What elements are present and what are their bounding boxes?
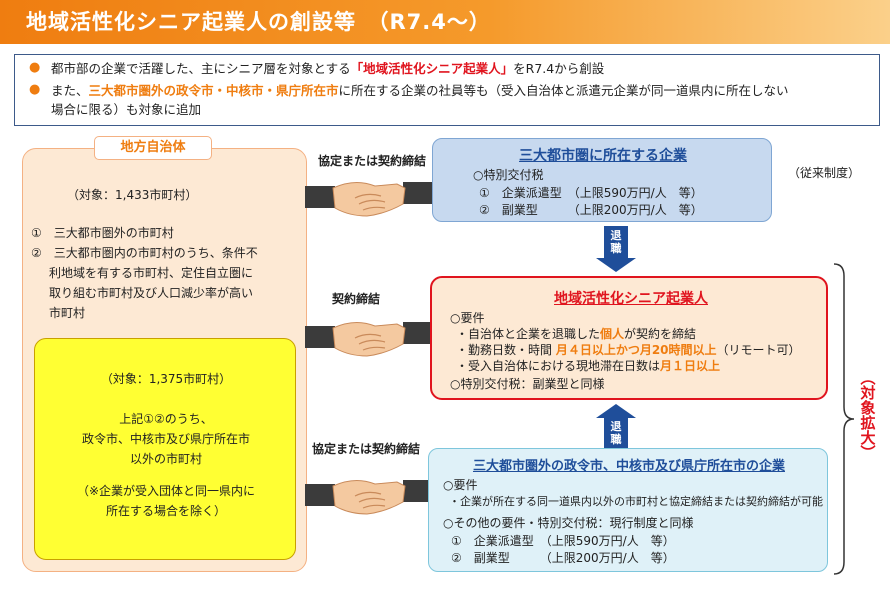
req-text: が契約を締結 — [624, 327, 697, 341]
metro-company-box: 三大都市圏に所在する企業 ○特別交付税 ① 企業派遣型 （上限590万円/人 等… — [432, 138, 772, 222]
summary-text: に所在する企業の社員等も（受入自治体と派遣元企業が同一道県内に所在しない — [338, 83, 789, 98]
handshake-icon — [305, 182, 433, 217]
summary-box: ● 都市部の企業で活躍した、主にシニア層を対象とする「地域活性化シニア起業人」を… — [14, 54, 880, 126]
gov-label: 地方自治体 — [94, 136, 212, 160]
retire-arrow-label: 退 職 — [604, 418, 628, 448]
entrepreneur-req-1: ・自治体と企業を退職した個人が契約を締結 — [456, 326, 696, 343]
page-title: 地域活性化シニア起業人の創設等 （R7.4～） — [26, 10, 491, 34]
senior-entrepreneur-title: 地域活性化シニア起業人 — [554, 291, 708, 307]
yellow-desc: 上記①②のうち、 — [119, 412, 213, 426]
metro-company-tax: ○特別交付税 — [473, 168, 544, 182]
req-text: （リモート可） — [716, 343, 801, 357]
conventional-system-label: （従来制度） — [788, 166, 861, 180]
retire-char: 退 — [610, 229, 622, 242]
gov-item-2: ② 三大都市圏内の市町村のうち、条件不 — [31, 246, 258, 260]
entrepreneur-req-heading: ○要件 — [450, 311, 485, 325]
summary-text: 都市部の企業で活躍した、主にシニア層を対象とする — [51, 61, 351, 76]
yellow-note: （※企業が受入団体と同一県内に — [76, 484, 256, 498]
req-text: ・自治体と企業を退職した — [456, 327, 601, 341]
handshake-icon — [305, 322, 433, 357]
summary-line-2: また、三大都市圏外の政令市・中核市・県庁所在市に所在する企業の社員等も（受入自治… — [51, 82, 789, 100]
entrepreneur-req-3: ・受入自治体における現地滞在日数は月１日以上 — [456, 358, 720, 375]
agreement-label-bottom: 協定または契約締結 — [312, 442, 421, 456]
expand-text: （対象拡大） — [858, 370, 877, 460]
gov-item-2-cont: 取り組む市町村及び人口減少率が高い — [49, 286, 254, 300]
gov-item-1: ① 三大都市圏外の市町村 — [31, 226, 174, 240]
bracket-icon — [833, 263, 855, 575]
non-metro-type-2: ② 副業型 （上限200万円/人 等） — [451, 551, 675, 565]
metro-company-title: 三大都市圏に所在する企業 — [519, 148, 687, 164]
summary-highlight: 「地域活性化シニア起業人」 — [350, 61, 514, 76]
yellow-desc: 政令市、中核市及び県庁所在市 — [81, 432, 250, 446]
yellow-note: 所在する場合を除く） — [105, 504, 226, 518]
senior-entrepreneur-box: 地域活性化シニア起業人 ○要件 ・自治体と企業を退職した個人が契約を締結 ・勤務… — [430, 276, 828, 400]
metro-company-type-2: ② 副業型 （上限200万円/人 等） — [479, 203, 703, 217]
summary-line-1: 都市部の企業で活躍した、主にシニア層を対象とする「地域活性化シニア起業人」をR7… — [51, 60, 604, 78]
req-highlight: 月４日以上かつ月20時間以上 — [555, 343, 717, 357]
bullet-icon: ● — [29, 60, 41, 75]
req-text: ・勤務日数・時間 — [456, 343, 556, 357]
non-metro-type-1: ① 企業派遣型 （上限590万円/人 等） — [451, 534, 675, 548]
non-metro-req-1: ・企業が所在する同一道県内以外の市町村と協定締結または契約締結が可能 — [449, 495, 823, 508]
title-bar — [0, 0, 890, 44]
retire-arrow-down: 退 職 — [596, 226, 636, 272]
gov-target-count: （対象：1,433市町村） — [67, 188, 198, 202]
retire-arrow-up: 退 職 — [596, 404, 636, 448]
gov-item-2-cont: 利地域を有する市町村、定住自立圏に — [49, 266, 254, 280]
target-expansion-label: （対象拡大） — [856, 370, 878, 466]
bullet-icon: ● — [29, 82, 41, 97]
summary-text: また、 — [51, 83, 89, 98]
req-highlight: 個人 — [600, 327, 625, 341]
expanded-target-box: （対象：1,375市町村） 上記①②のうち、 政令市、中核市及び県庁所在市 以外… — [34, 338, 296, 560]
handshake-icon — [305, 480, 433, 515]
req-text: ・受入自治体における現地滞在日数は — [456, 359, 661, 373]
yellow-desc: 以外の市町村 — [129, 452, 202, 466]
entrepreneur-tax: ○特別交付税：副業型と同様 — [450, 377, 605, 391]
non-metro-other: ○その他の要件・特別交付税：現行制度と同様 — [443, 516, 694, 530]
agreement-label-middle: 契約締結 — [332, 292, 381, 306]
retire-arrow-label: 退 職 — [604, 226, 628, 258]
req-highlight: 月１日以上 — [660, 359, 721, 373]
summary-highlight: 三大都市圏外の政令市・中核市・県庁所在市 — [88, 83, 339, 98]
arrow-down-icon — [596, 258, 636, 272]
non-metro-company-box: 三大都市圏外の政令市、中核市及び県庁所在市の企業 ○要件 ・企業が所在する同一道… — [428, 448, 828, 572]
non-metro-req-heading: ○要件 — [443, 478, 478, 492]
arrow-up-icon — [596, 404, 636, 418]
agreement-label-top: 協定または契約締結 — [318, 154, 427, 168]
retire-char: 職 — [610, 242, 622, 255]
gov-item-2-cont: 市町村 — [49, 306, 86, 320]
yellow-target-count: （対象：1,375市町村） — [100, 372, 232, 386]
metro-company-type-1: ① 企業派遣型 （上限590万円/人 等） — [479, 186, 703, 200]
non-metro-company-title: 三大都市圏外の政令市、中核市及び県庁所在市の企業 — [472, 459, 785, 474]
retire-char: 退 — [610, 420, 622, 433]
summary-line-3: 場合に限る）も対象に追加 — [51, 102, 202, 117]
retire-char: 職 — [610, 433, 622, 446]
entrepreneur-req-2: ・勤務日数・時間 月４日以上かつ月20時間以上（リモート可） — [456, 342, 801, 359]
summary-text: をR7.4から創設 — [513, 61, 605, 76]
